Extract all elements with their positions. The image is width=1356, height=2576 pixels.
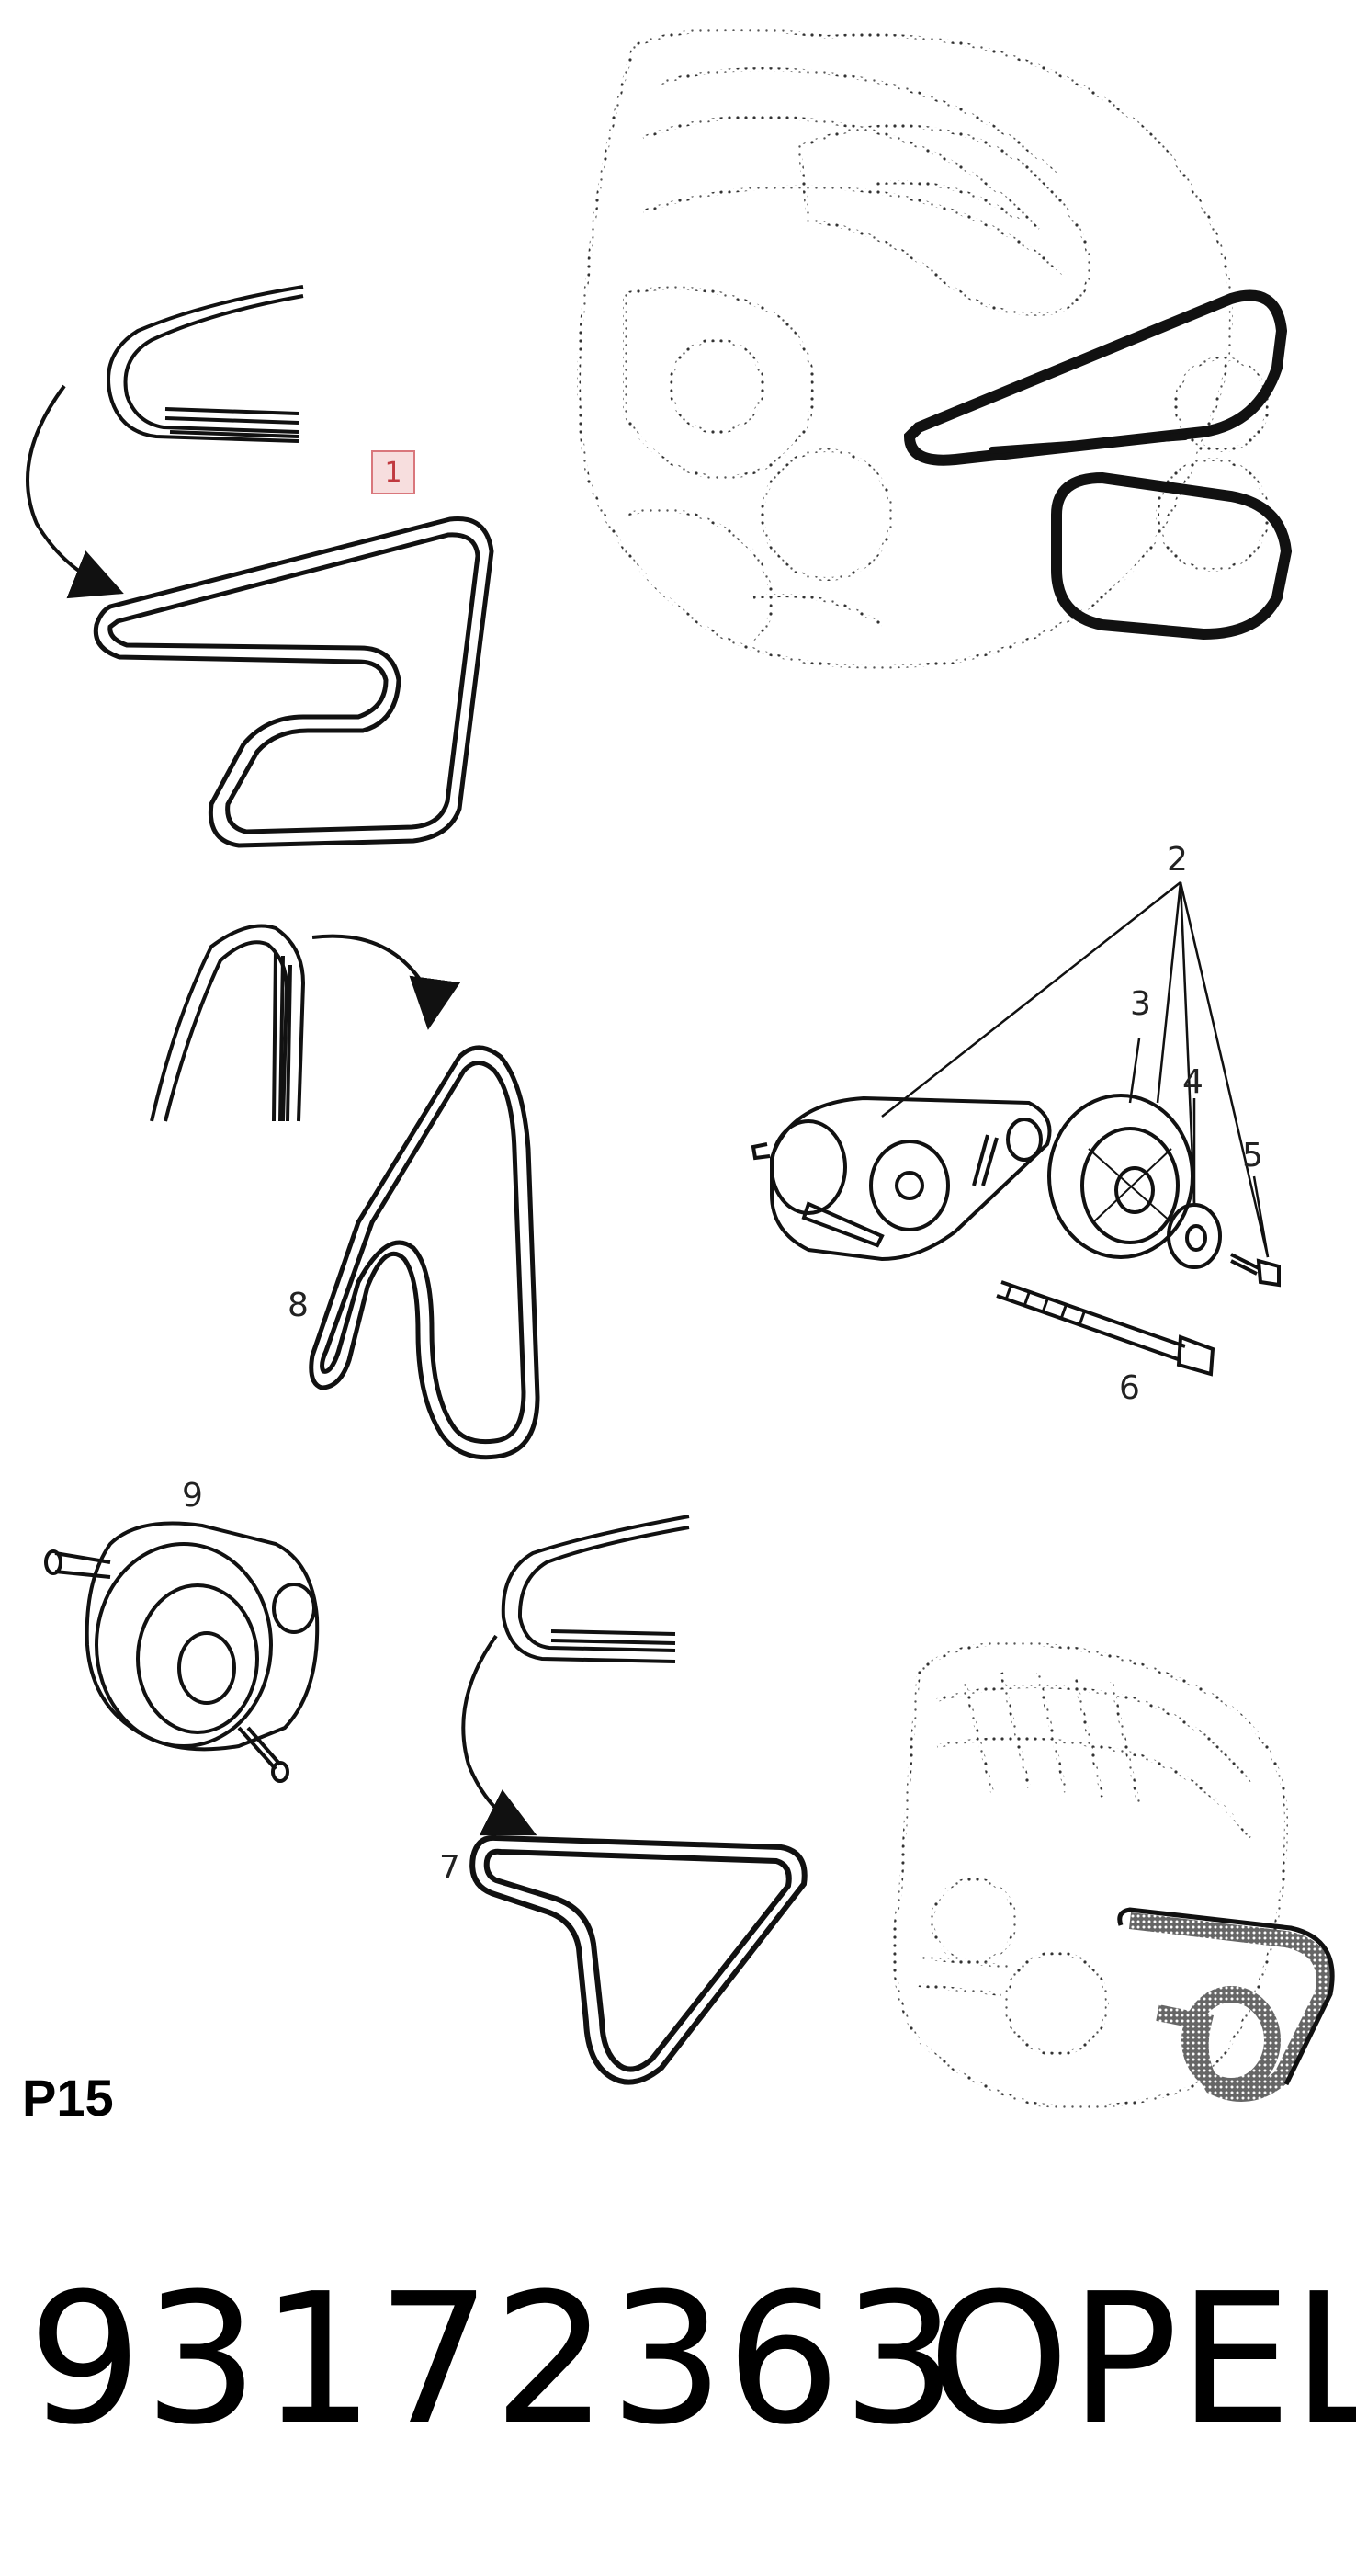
bolt-small <box>1230 1253 1281 1288</box>
tensioner-9 <box>44 1521 320 1783</box>
idler-pulley <box>1047 1094 1194 1259</box>
belt-1 <box>93 516 494 848</box>
arrow-belt-8 <box>311 934 461 1030</box>
washer <box>1167 1203 1222 1269</box>
engine-top-belt <box>903 289 1293 641</box>
engine-bottom-belt <box>1128 1912 1333 2102</box>
callout-2[interactable]: 2 <box>1167 841 1188 879</box>
leader-lines <box>881 881 1270 1258</box>
callout-5[interactable]: 5 <box>1242 1137 1263 1175</box>
belt-8 <box>309 1045 540 1460</box>
arrow-belt-7 <box>461 1634 537 1836</box>
belt-profile-detail-top <box>107 285 304 443</box>
engine-top-illustration <box>577 28 1270 669</box>
callout-9[interactable]: 9 <box>182 1477 203 1515</box>
tensioner-assembly <box>751 1095 1052 1262</box>
engine-bottom-illustration <box>892 1641 1289 2109</box>
part-number: 93172363 <box>28 2255 959 2465</box>
belt-7 <box>469 1834 808 2085</box>
belt-profile-detail-mid <box>150 924 306 1122</box>
callout-1[interactable]: 1 <box>371 450 415 494</box>
callout-4[interactable]: 4 <box>1182 1063 1203 1101</box>
callout-6[interactable]: 6 <box>1119 1369 1140 1407</box>
bolt-long <box>996 1280 1215 1377</box>
engine-bottom-belt-outline <box>1117 1907 1335 2086</box>
page-code: P15 <box>22 2069 114 2127</box>
brand-name: OPEL <box>928 2255 1356 2465</box>
arrow-belt-1 <box>26 384 124 599</box>
belt-profile-detail-bottom <box>501 1515 690 1663</box>
callout-3[interactable]: 3 <box>1130 985 1151 1023</box>
callout-8[interactable]: 8 <box>288 1287 309 1324</box>
callout-7[interactable]: 7 <box>439 1849 460 1887</box>
